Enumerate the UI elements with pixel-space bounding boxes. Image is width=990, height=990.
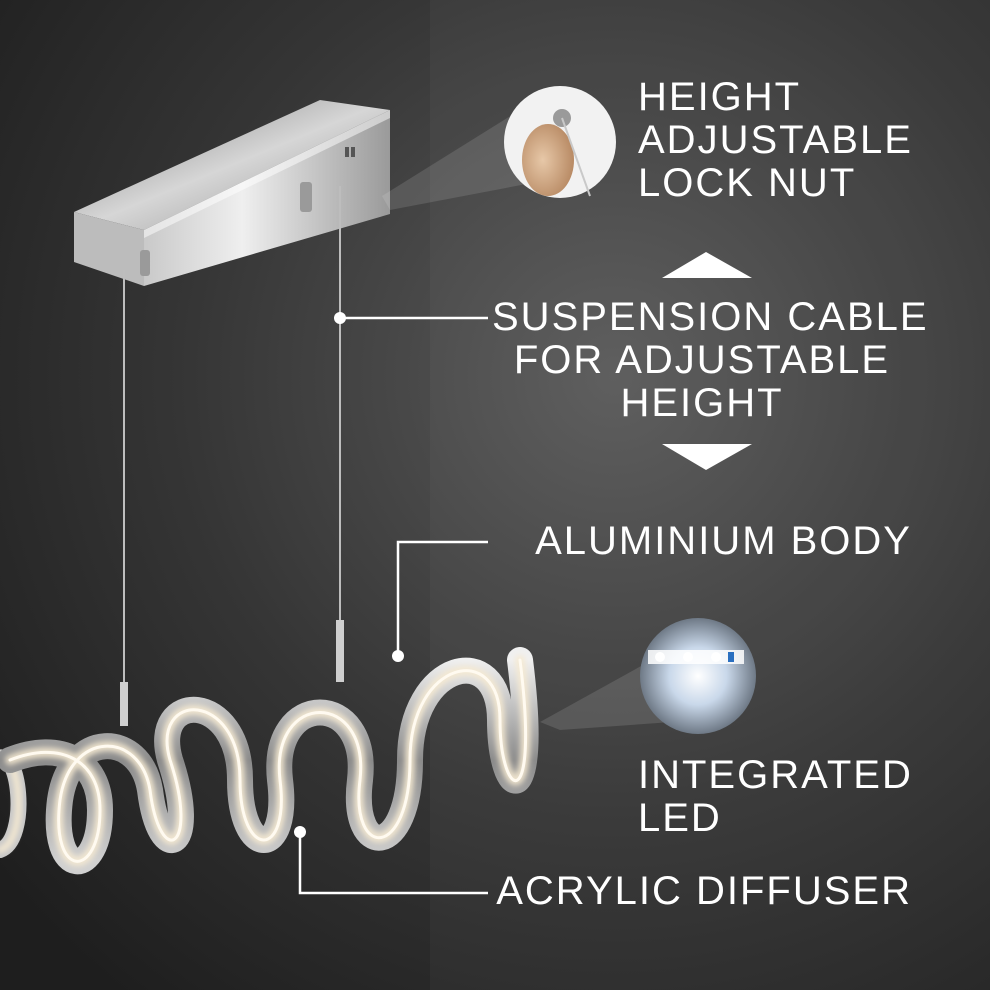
lock-nut-line-1: HEIGHT [638, 75, 802, 119]
lock-nut-label: HEIGHT ADJUSTABLE LOCK NUT [638, 75, 913, 206]
acrylic-diffuser-label: ACRYLIC DIFFUSER [496, 869, 912, 913]
lock-nut-line-2: ADJUSTABLE [638, 118, 913, 163]
spiral-led-body [0, 647, 539, 875]
integrated-led-inset [540, 618, 756, 734]
arrow-down-icon [662, 444, 752, 470]
led-line-2: LED [638, 796, 722, 841]
body-dot [392, 650, 404, 662]
integrated-led-label: INTEGRATED LED [638, 753, 913, 841]
ceiling-canopy [74, 100, 390, 286]
led-line-1: INTEGRATED [638, 753, 913, 797]
cable-line-1: SUSPENSION CABLE [492, 295, 929, 339]
cable-dot [334, 312, 346, 324]
lock-nut-line-3: LOCK NUT [638, 161, 857, 206]
cable-line-2: FOR ADJUSTABLE [513, 338, 891, 383]
lock-nut-inset [382, 86, 616, 210]
suspension-cable-label: SUSPENSION CABLE FOR ADJUSTABLE HEIGHT [492, 295, 929, 426]
cable-line-3: HEIGHT [620, 381, 784, 426]
aluminium-body-label: ALUMINIUM BODY [535, 519, 912, 563]
leader-lines [298, 316, 488, 895]
arrow-up-icon [662, 252, 752, 278]
diffuser-dot [294, 826, 306, 838]
